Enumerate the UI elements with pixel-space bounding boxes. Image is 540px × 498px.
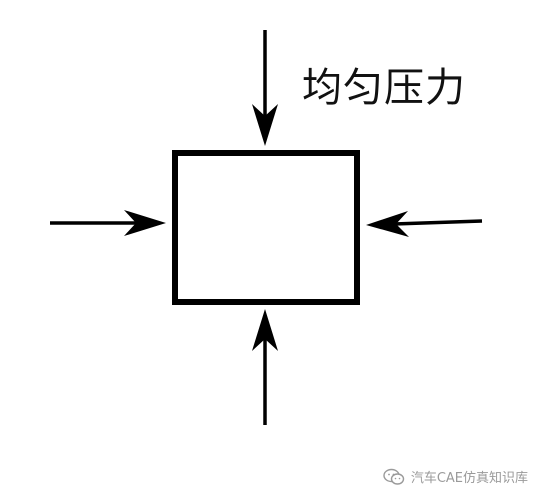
arrow-top [252, 30, 278, 146]
watermark-text: 汽车CAE仿真知识库 [410, 471, 528, 486]
arrow-right [366, 211, 483, 237]
watermark: 汽车CAE仿真知识库 [383, 467, 528, 486]
wechat-icon [383, 468, 405, 485]
loaded-block [172, 150, 360, 305]
arrow-left [50, 210, 166, 236]
arrow-bottom [252, 309, 278, 425]
pressure-label: 均匀压力 [302, 65, 466, 111]
